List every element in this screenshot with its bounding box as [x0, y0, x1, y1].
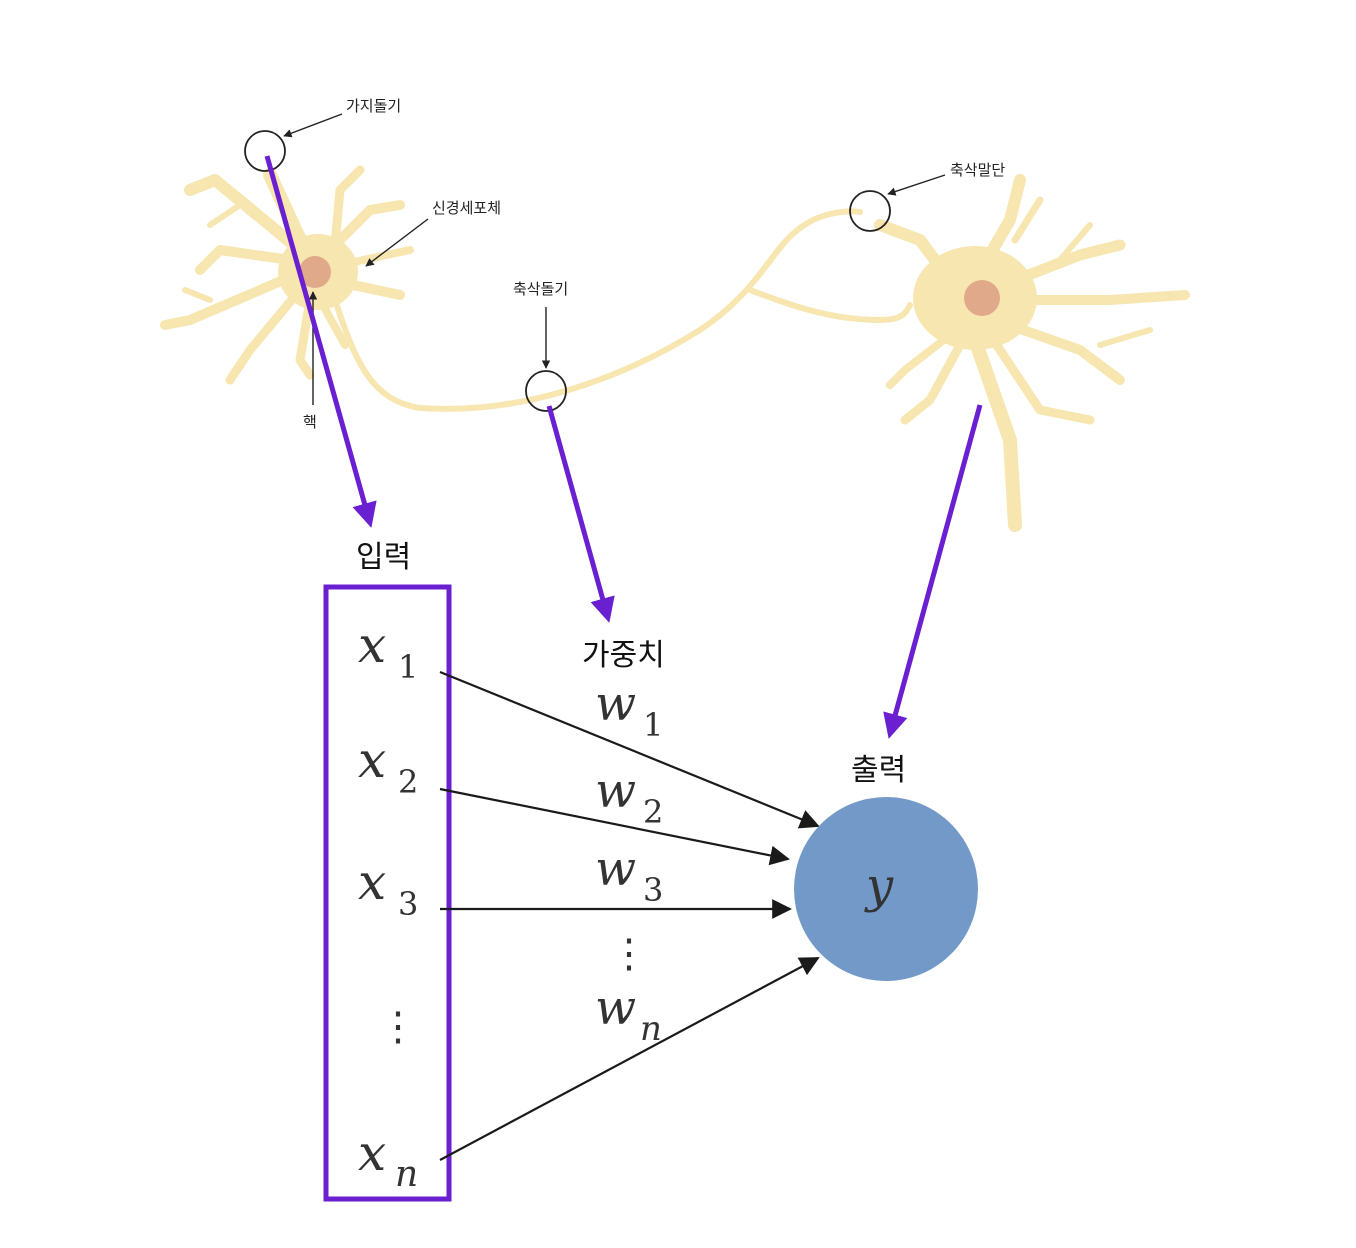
svg-text:x: x — [358, 616, 386, 674]
input-ellipsis: ⋮ — [378, 1004, 418, 1050]
connections — [439, 670, 820, 1161]
neuron-to-output-arrow — [883, 404, 983, 739]
axon-terminal-label: 축삭말단 — [950, 161, 1005, 179]
axon-terminal-pointer — [887, 174, 946, 196]
svg-text:2: 2 — [398, 763, 418, 801]
svg-text:2: 2 — [643, 793, 663, 831]
connection-1 — [439, 670, 820, 829]
axon — [332, 208, 863, 412]
svg-text:n: n — [395, 1154, 418, 1195]
axon-to-weight-arrow — [546, 405, 615, 623]
input-x2: x 2 — [358, 731, 418, 801]
weight-wn: w n — [595, 980, 662, 1049]
neuron-illustration: 가지돌기 신경세포체 핵 축삭돌기 축삭말단 — [160, 97, 1190, 532]
axon-branch — [747, 287, 913, 324]
weight-w3: w 3 — [595, 841, 663, 909]
cell-body-pointer — [365, 218, 429, 267]
svg-text:w: w — [595, 676, 636, 732]
input-xn: x n — [358, 1124, 418, 1195]
input-box — [323, 584, 452, 1202]
weight-symbols: w 1 w 2 w 3 ⋮ w n — [595, 676, 663, 1049]
weight-w2: w 2 — [595, 763, 663, 831]
output-node — [794, 797, 978, 981]
input-x3: x 3 — [358, 853, 418, 923]
svg-text:3: 3 — [398, 885, 418, 923]
right-neuron — [874, 174, 1190, 532]
svg-text:x: x — [358, 1124, 386, 1182]
axon-label: 축삭돌기 — [513, 280, 568, 298]
left-neuron — [160, 165, 414, 385]
weight-w1: w 1 — [595, 676, 663, 744]
svg-text:x: x — [358, 853, 386, 911]
output-symbol: y — [864, 858, 894, 914]
mapping-arrows — [264, 155, 983, 739]
weight-label: 가중치 — [582, 638, 665, 673]
input-label: 입력 — [356, 540, 411, 575]
svg-text:1: 1 — [643, 706, 663, 744]
dendrite-label: 가지돌기 — [346, 97, 401, 115]
connection-2 — [439, 787, 790, 866]
svg-text:w: w — [595, 763, 636, 819]
nucleus-label: 핵 — [303, 413, 317, 431]
input-symbols: x 1 x 2 x 3 ⋮ x n — [358, 616, 418, 1195]
dendrite-to-input-arrow — [264, 155, 377, 528]
right-nucleus — [964, 280, 1000, 316]
svg-text:w: w — [595, 980, 636, 1036]
connection-n — [439, 957, 820, 1161]
axon-terminal-marker — [849, 190, 891, 232]
svg-text:n: n — [640, 1009, 662, 1049]
axon-marker — [525, 370, 567, 412]
dendrite-marker — [244, 130, 286, 172]
svg-text:3: 3 — [643, 871, 663, 909]
output-label: 출력 — [851, 753, 906, 788]
left-nucleus — [299, 256, 331, 288]
input-x1: x 1 — [358, 616, 418, 686]
weight-ellipsis: ⋮ — [609, 931, 649, 977]
cell-body-label: 신경세포체 — [432, 199, 501, 217]
svg-text:w: w — [595, 841, 636, 897]
dendrite-pointer — [283, 113, 343, 138]
svg-text:1: 1 — [398, 648, 418, 686]
svg-text:x: x — [358, 731, 386, 789]
